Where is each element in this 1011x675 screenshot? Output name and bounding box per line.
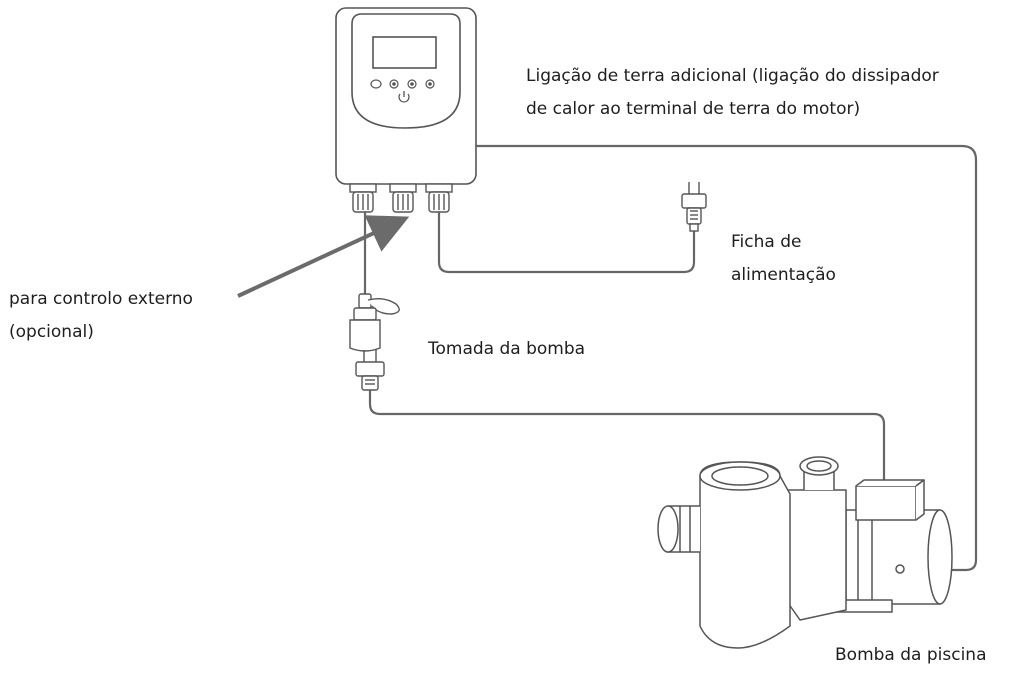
pump-plug-cable bbox=[368, 388, 886, 490]
pool-pump-label: Bomba da piscina bbox=[835, 645, 987, 665]
controller-unit bbox=[335, 7, 477, 185]
pump-plug-icon bbox=[355, 350, 385, 391]
external-control-arrow bbox=[237, 215, 410, 298]
power-cable bbox=[437, 210, 696, 274]
earth-connection-label: Ligação de terra adicional (ligação do d… bbox=[526, 60, 939, 126]
external-control-label-line-2: (opcional) bbox=[9, 322, 94, 342]
power-icon bbox=[398, 91, 410, 103]
external-control-label: para controlo externo (opcional) bbox=[9, 283, 193, 349]
power-plug-label: Ficha de alimentação bbox=[731, 226, 836, 292]
pump-socket-label: Tomada da bomba bbox=[428, 339, 586, 359]
earth-terminal bbox=[895, 564, 905, 574]
cable-glands bbox=[349, 183, 453, 213]
power-plug-icon bbox=[681, 182, 707, 232]
pool-pump bbox=[657, 456, 953, 649]
earth-connection-label-line-1: Ligação de terra adicional (ligação do d… bbox=[526, 66, 939, 86]
controller-buttons bbox=[370, 79, 435, 89]
power-plug-label-line-2: alimentação bbox=[731, 265, 836, 285]
controller-display bbox=[372, 36, 437, 69]
pump-socket-icon bbox=[349, 293, 400, 352]
power-plug-label-line-1: Ficha de bbox=[731, 232, 802, 252]
external-control-label-line-1: para controlo externo bbox=[9, 289, 193, 309]
earth-connection-label-line-2: de calor ao terminal de terra do motor) bbox=[526, 99, 861, 119]
earth-cable bbox=[474, 144, 978, 572]
